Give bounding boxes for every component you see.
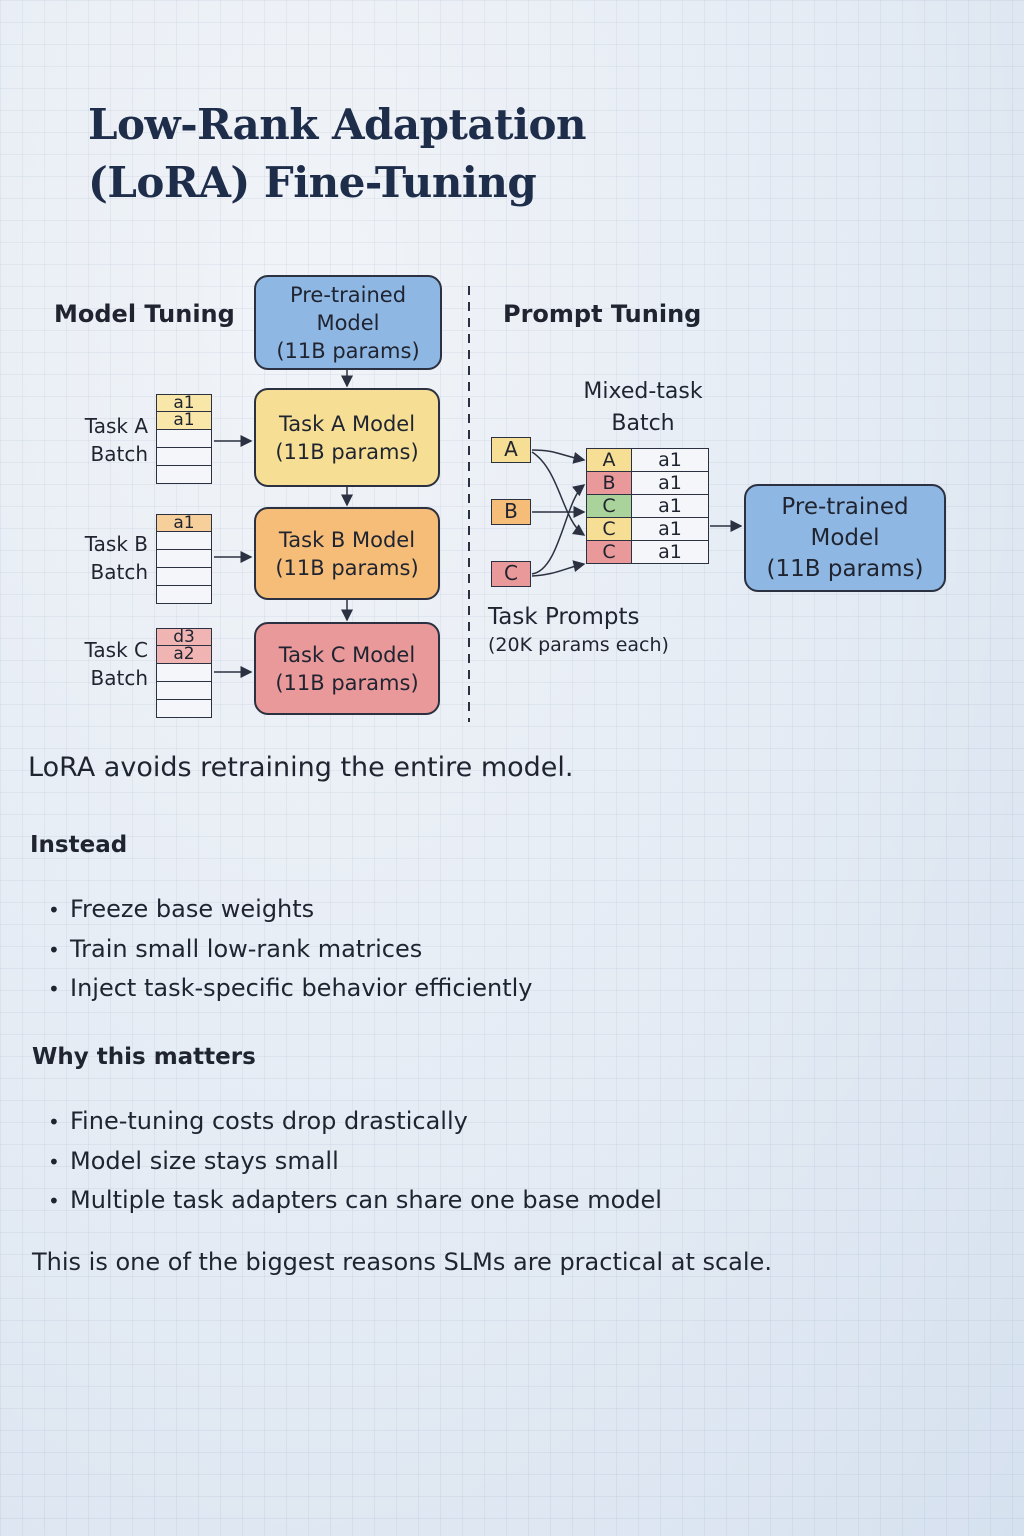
- task-c-batch-line-1: Task C: [84, 638, 149, 662]
- task-c-model-line-1: Task C Model: [278, 642, 416, 667]
- task-b-batch-line-1: Task B: [84, 532, 148, 556]
- mixed-batch-value-cell: a1: [631, 517, 709, 541]
- pretrained-line-3: (11B params): [276, 338, 420, 363]
- mixed-batch-line-2: Batch: [611, 411, 675, 436]
- closing-text: This is one of the biggest reasons SLMs …: [32, 1248, 772, 1276]
- list-item: Multiple task adapters can share one bas…: [48, 1181, 662, 1221]
- task-prompts-line-1: Task Prompts: [488, 604, 640, 630]
- model-tuning-label: Model Tuning: [54, 300, 235, 328]
- batch-cell: a1: [156, 514, 212, 532]
- list-item: Fine-tuning costs drop drastically: [48, 1102, 662, 1142]
- task-c-model-line-2: (11B params): [275, 670, 419, 695]
- list-item: Train small low-rank matrices: [48, 930, 533, 970]
- mixed-batch-task-cell: C: [586, 517, 632, 541]
- batch-cell: a1: [156, 394, 212, 412]
- prompt-box-b: B: [491, 499, 531, 525]
- mixed-batch-task-cell: C: [586, 540, 632, 564]
- task-a-batch-line-2: Batch: [90, 442, 149, 466]
- batch-cell: [156, 586, 212, 604]
- list-item: Model size stays small: [48, 1142, 662, 1182]
- task-b-batch-label: Task B Batch: [68, 530, 148, 586]
- batch-cell: [156, 700, 212, 718]
- pretrained-line-1: Pre-trained: [289, 282, 407, 307]
- prompt-pretrained-model-box: Pre-trained Model (11B params): [744, 484, 946, 592]
- why-heading: Why this matters: [32, 1044, 256, 1070]
- mixed-batch-task-cell: C: [586, 494, 632, 518]
- prompt-box-c: C: [491, 561, 531, 587]
- batch-cell: [156, 568, 212, 586]
- batch-cell: [156, 682, 212, 700]
- task-a-batch-stack: a1 a1: [156, 394, 212, 484]
- prompt-pretrained-line-1: Pre-trained: [781, 493, 909, 520]
- task-b-batch-stack: a1: [156, 514, 212, 604]
- arrow-prompt-a-row4: [531, 451, 586, 536]
- prompt-pretrained-line-3: (11B params): [766, 555, 924, 582]
- task-b-model-box: Task B Model (11B params): [254, 507, 440, 600]
- pretrained-line-2: Model: [316, 310, 380, 335]
- task-a-model-line-1: Task A Model: [278, 411, 416, 436]
- batch-cell: [156, 550, 212, 568]
- task-c-batch-label: Task C Batch: [68, 636, 149, 692]
- instead-list: Freeze base weights Train small low-rank…: [48, 890, 533, 1009]
- title-line-1: Low-Rank Adaptation: [88, 100, 587, 149]
- lead-text: LoRA avoids retraining the entire model.: [28, 752, 574, 783]
- batch-cell: a2: [156, 646, 212, 664]
- task-c-batch-line-2: Batch: [90, 666, 149, 690]
- mixed-batch-value-cell: a1: [631, 448, 709, 472]
- task-c-batch-stack: d3 a2: [156, 628, 212, 718]
- batch-cell: [156, 532, 212, 550]
- batch-cell: d3: [156, 628, 212, 646]
- mixed-batch-label: Mixed-task Batch: [572, 376, 714, 440]
- task-a-batch-line-1: Task A: [84, 414, 148, 438]
- mixed-batch-task-cell: A: [586, 448, 632, 472]
- instead-heading: Instead: [30, 832, 128, 858]
- task-b-model-line-1: Task B Model: [278, 527, 416, 552]
- page-title: Low-Rank Adaptation (LoRA) Fine-Tuning: [88, 96, 587, 212]
- batch-cell: [156, 448, 212, 466]
- pretrained-model-box: Pre-trained Model (11B params): [254, 275, 442, 370]
- batch-cell: [156, 466, 212, 484]
- mixed-batch-value-cell: a1: [631, 494, 709, 518]
- arrow-prompt-c-row2: [531, 484, 586, 575]
- mixed-batch-value-cell: a1: [631, 540, 709, 564]
- task-b-model-line-2: (11B params): [275, 555, 419, 580]
- batch-cell: a1: [156, 412, 212, 430]
- task-a-model-box: Task A Model (11B params): [254, 388, 440, 487]
- mixed-batch-line-1: Mixed-task: [583, 379, 703, 404]
- why-list: Fine-tuning costs drop drastically Model…: [48, 1102, 662, 1221]
- list-item: Freeze base weights: [48, 890, 533, 930]
- task-prompts-label: Task Prompts (20K params each): [488, 602, 669, 658]
- list-item: Inject task-specific behavior efficientl…: [48, 969, 533, 1009]
- mixed-batch-value-cell: a1: [631, 471, 709, 495]
- prompt-pretrained-line-2: Model: [810, 524, 880, 551]
- arrow-prompt-c-row5: [531, 560, 586, 577]
- task-prompts-line-2: (20K params each): [488, 634, 669, 656]
- batch-cell: [156, 430, 212, 448]
- task-b-batch-line-2: Batch: [90, 560, 149, 584]
- title-line-2: (LoRA) Fine-Tuning: [88, 158, 537, 207]
- batch-cell: [156, 664, 212, 682]
- task-a-batch-label: Task A Batch: [68, 412, 148, 468]
- diagram-connectors: [214, 286, 743, 722]
- arrow-prompt-a-row1: [531, 449, 586, 464]
- mixed-batch-task-cell: B: [586, 471, 632, 495]
- prompt-tuning-label: Prompt Tuning: [503, 300, 702, 328]
- prompt-box-a: A: [491, 437, 531, 463]
- task-c-model-box: Task C Model (11B params): [254, 622, 440, 715]
- task-a-model-line-2: (11B params): [275, 439, 419, 464]
